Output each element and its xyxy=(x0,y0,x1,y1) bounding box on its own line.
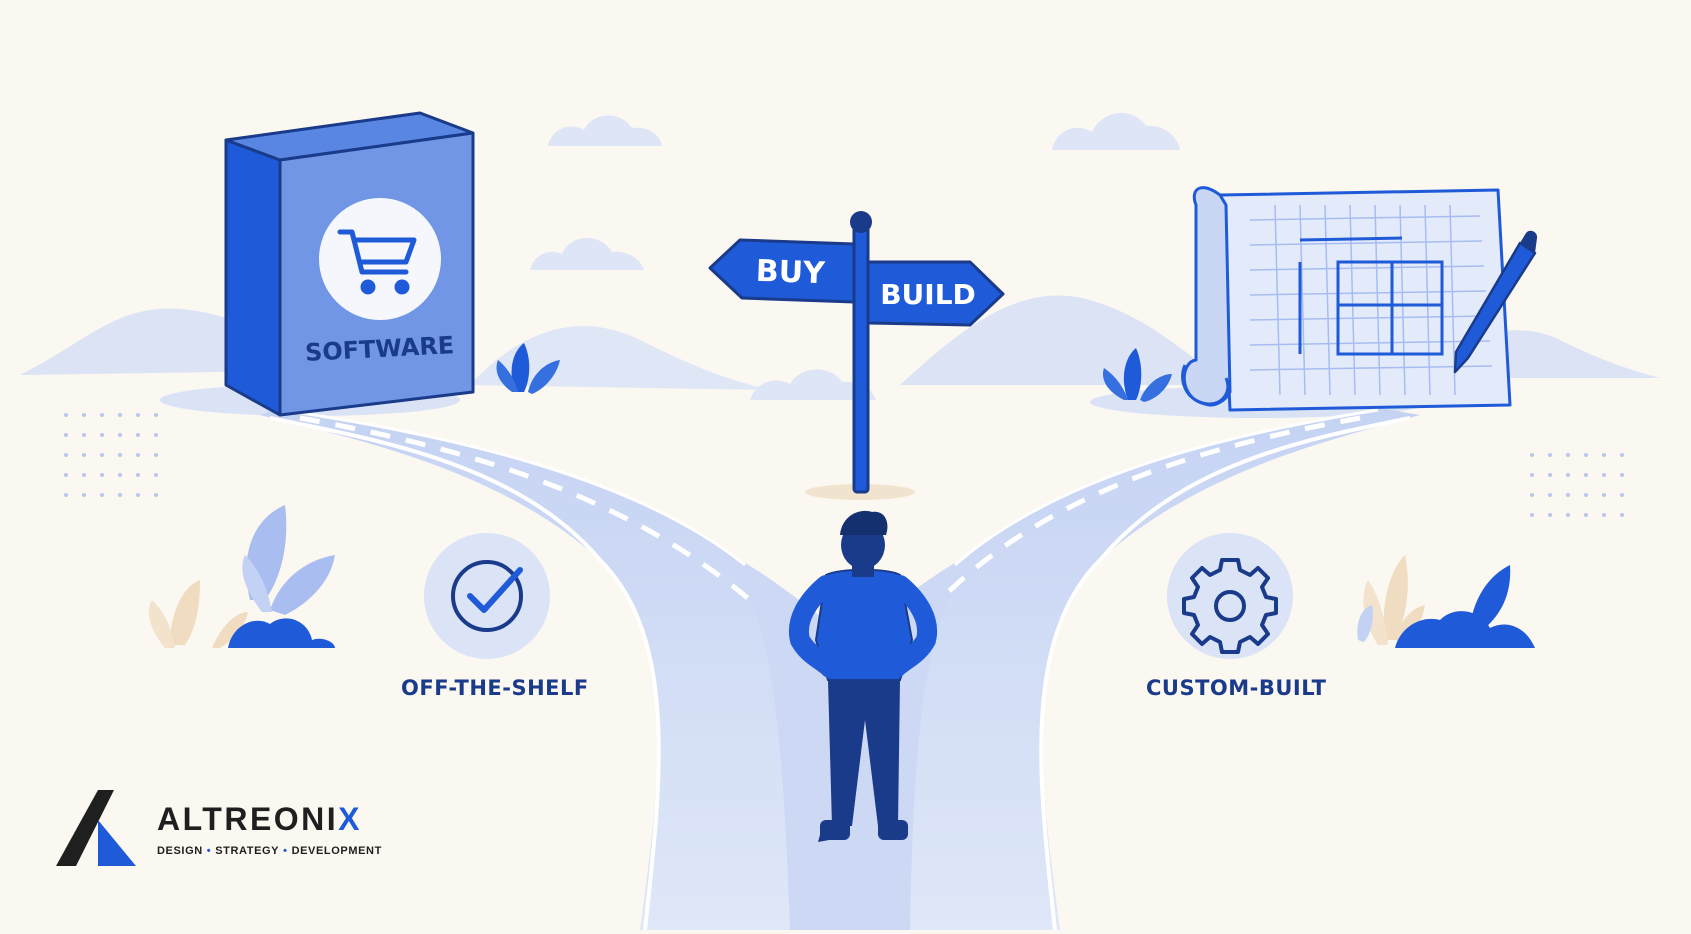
offtheshelf-label: OFF-THE-SHELF xyxy=(401,676,589,700)
clouds xyxy=(530,113,1180,400)
plant-small-right xyxy=(1102,348,1172,402)
dot-pattern-right xyxy=(1530,453,1624,517)
tagline-development: DEVELOPMENT xyxy=(291,845,382,857)
gear-icon xyxy=(1182,558,1278,654)
tagline-design: DESIGN xyxy=(157,845,203,857)
build-sign: BUILD xyxy=(866,260,1005,327)
brand-name: ALTREONIX xyxy=(157,801,362,838)
pencil-icon xyxy=(1453,230,1538,374)
buy-sign: BUY xyxy=(708,238,856,304)
altreonix-logo-icon xyxy=(56,790,136,866)
plant-small-left xyxy=(496,343,560,394)
custombuilt-label: CUSTOM-BUILT xyxy=(1146,676,1327,700)
checkmark-icon xyxy=(467,567,523,613)
signpost xyxy=(805,211,915,500)
tagline-separator-2: • xyxy=(283,845,288,857)
custombuilt-icon-circle xyxy=(1167,533,1293,659)
brand-name-main: ALTREONI xyxy=(157,801,339,837)
tagline-separator-1: • xyxy=(206,845,212,857)
offtheshelf-icon-circle xyxy=(424,533,550,659)
plants-right xyxy=(1357,555,1535,648)
software-box xyxy=(224,111,475,417)
brand-name-accent: X xyxy=(338,801,363,837)
tagline-strategy: STRATEGY xyxy=(215,845,280,857)
blueprint xyxy=(1181,186,1512,412)
shopping-cart-icon xyxy=(337,229,417,295)
person xyxy=(788,510,938,842)
dot-pattern-left xyxy=(64,413,158,497)
plants-left xyxy=(148,505,335,648)
brand-tagline: DESIGN•STRATEGY•DEVELOPMENT xyxy=(157,845,382,857)
buy-sign-label: BUY xyxy=(755,254,826,291)
build-sign-label: BUILD xyxy=(880,278,976,311)
